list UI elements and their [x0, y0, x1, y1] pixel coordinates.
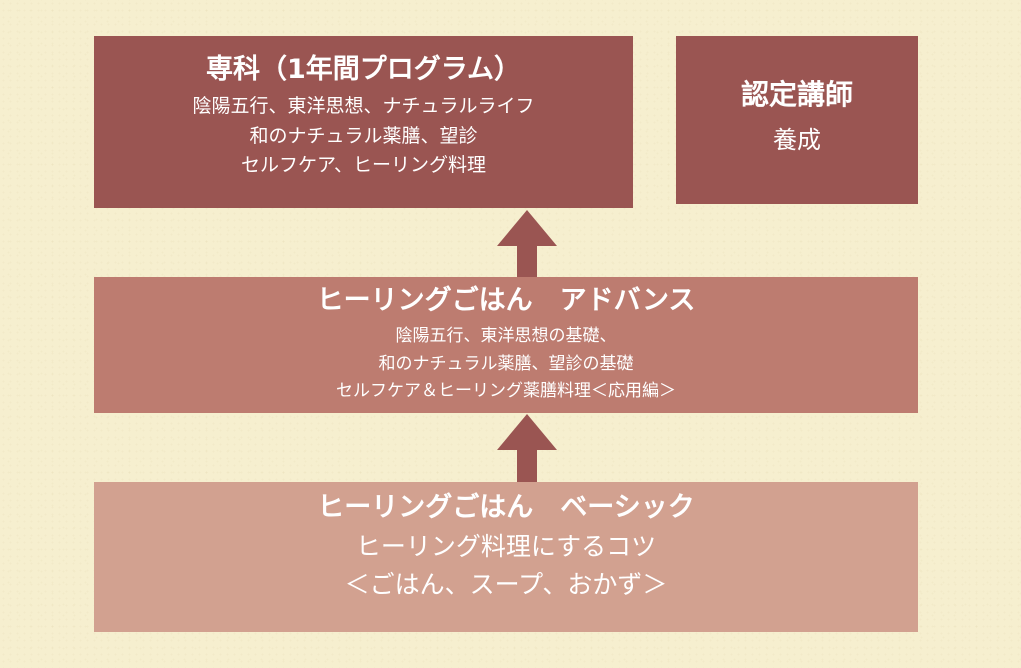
senka-title: 専科（1年間プログラム） — [206, 54, 521, 85]
certified-instructor-box: 認定講師 養成 — [676, 36, 918, 204]
advance-title: ヒーリングごはん アドバンス — [316, 285, 696, 316]
nintei-subtitle: 養成 — [773, 125, 821, 154]
advance-line-1: 陰陽五行、東洋思想の基礎、 — [395, 326, 617, 347]
advance-line-3: セルフケア＆ヒーリング薬膳料理＜応用編＞ — [336, 380, 676, 401]
senka-line-3: セルフケア、ヒーリング料理 — [240, 154, 487, 177]
advance-course-box: ヒーリングごはん アドバンス 陰陽五行、東洋思想の基礎、 和のナチュラル薬膳、望… — [94, 277, 918, 413]
arrow-upper-shape — [497, 210, 557, 277]
basic-line-1: ヒーリング料理にするコツ — [355, 532, 657, 562]
arrow-lower-shape — [497, 414, 557, 482]
arrow-up-icon — [497, 210, 557, 277]
basic-title: ヒーリングごはん ベーシック — [317, 492, 695, 523]
nintei-title: 認定講師 — [740, 78, 853, 111]
basic-course-box: ヒーリングごはん ベーシック ヒーリング料理にするコツ ＜ごはん、スープ、おかず… — [94, 482, 918, 632]
basic-line-2: ＜ごはん、スープ、おかず＞ — [344, 569, 668, 599]
arrow-up-icon — [497, 414, 557, 482]
senka-line-2: 和のナチュラル薬膳、望診 — [249, 124, 478, 147]
senka-course-box: 専科（1年間プログラム） 陰陽五行、東洋思想、ナチュラルライフ 和のナチュラル薬… — [94, 36, 633, 208]
advance-line-2: 和のナチュラル薬膳、望診の基礎 — [378, 353, 634, 374]
senka-line-1: 陰陽五行、東洋思想、ナチュラルライフ — [192, 95, 535, 118]
